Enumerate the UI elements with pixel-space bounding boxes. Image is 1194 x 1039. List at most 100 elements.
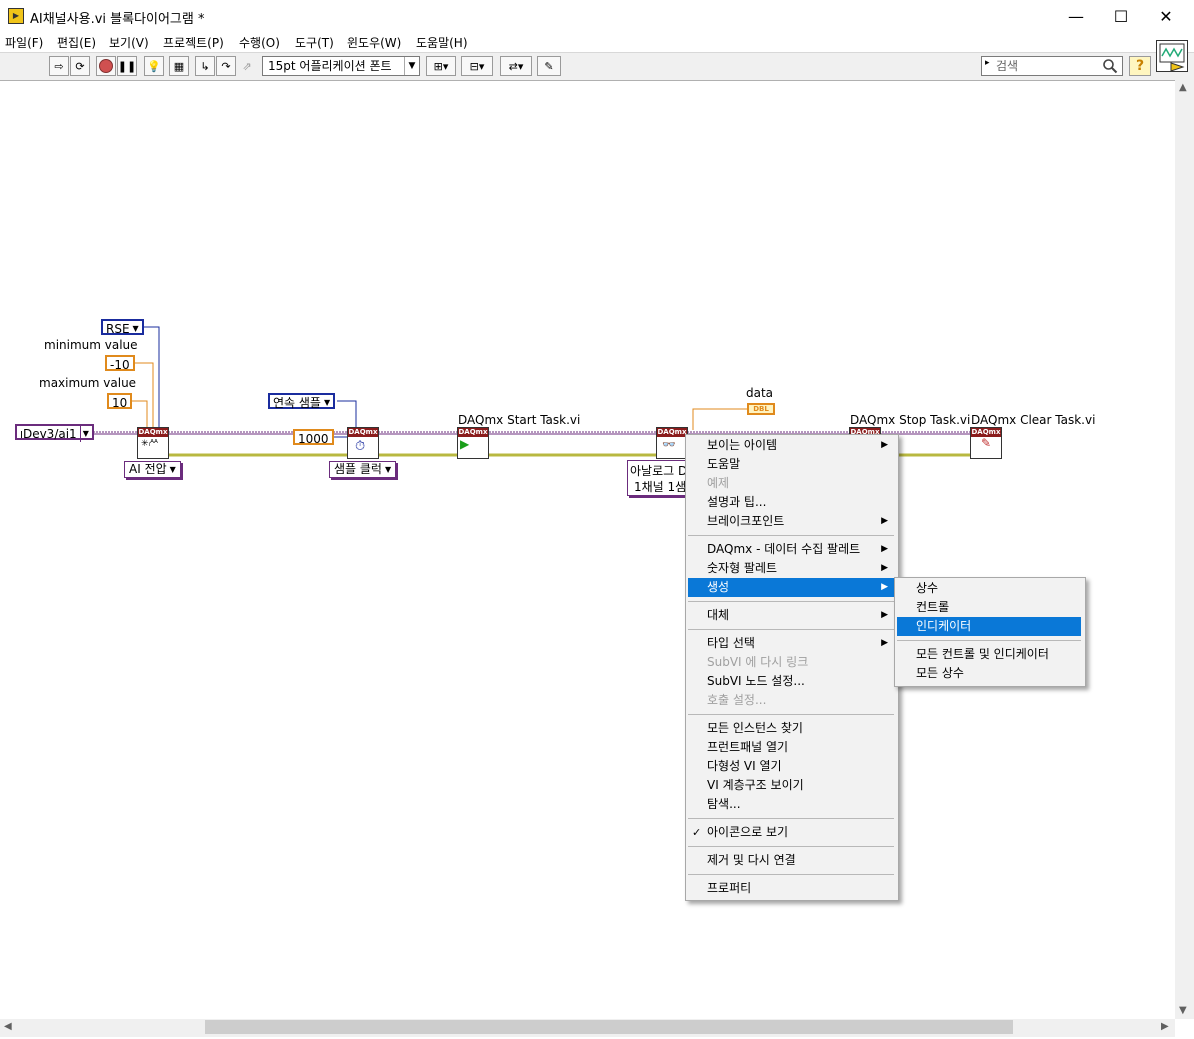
start-task-label: DAQmx Start Task.vi — [458, 413, 581, 427]
menu-item-create[interactable]: 생성▶ — [688, 578, 894, 597]
daqmx-read-node[interactable]: DAQmx👓 — [656, 427, 688, 459]
font-select[interactable]: 15pt 어플리케이션 폰트▼ — [262, 56, 420, 76]
vertical-scrollbar[interactable] — [1175, 80, 1194, 1019]
menu-project[interactable]: 프로젝트(P) — [163, 36, 224, 50]
submenu-arrow-icon: ▶ — [881, 440, 888, 450]
menu-item-label: 숫자형 팔레트 — [707, 561, 778, 575]
menu-item-find-all-instances[interactable]: 모든 인스턴스 찾기 — [686, 719, 896, 738]
menu-item-replace[interactable]: 대체▶ — [686, 606, 896, 625]
menu-window[interactable]: 윈도우(W) — [347, 36, 402, 50]
rse-wire[interactable] — [140, 326, 160, 430]
menu-item-help[interactable]: 도움말 — [686, 455, 896, 474]
daqmx-timing-node[interactable]: DAQmx⏱ — [347, 427, 379, 459]
menu-item-label: 탐색... — [707, 797, 741, 811]
analog-read-selector[interactable]: 아날로그 D 1채널 1샘 — [627, 460, 689, 496]
menu-item-subvi-node-setup[interactable]: SubVI 노드 설정... — [686, 672, 896, 691]
menu-item-description-tips[interactable]: 설명과 팁... — [686, 493, 896, 512]
scroll-left-icon[interactable]: ◀ — [4, 1021, 12, 1032]
abort-icon[interactable] — [96, 56, 116, 76]
vi-connector-icon[interactable] — [1156, 40, 1188, 72]
retain-wire-values-icon[interactable]: ▦ — [169, 56, 189, 76]
menu-item-remove-and-rewire[interactable]: 제거 및 다시 연결 — [686, 851, 896, 870]
menu-item-label: 제거 및 다시 연결 — [707, 853, 796, 867]
menu-file[interactable]: 파일(F) — [5, 36, 44, 50]
daqmx-clear-task-node[interactable]: DAQmx✎ — [970, 427, 1002, 459]
maximum-value-constant[interactable]: 10 — [107, 393, 133, 410]
submenu-arrow-icon: ▶ — [881, 516, 888, 526]
terminal-config-value: RSE — [106, 322, 130, 336]
menu-item-label: 타입 선택 — [707, 636, 755, 650]
terminal-config-constant[interactable]: RSE▼ — [101, 319, 144, 336]
daqmx-start-task-node[interactable]: DAQmx▶ — [457, 427, 489, 459]
submenu-item-indicator[interactable]: 인디케이터 — [897, 617, 1081, 636]
submenu-item-constant[interactable]: 상수 — [895, 579, 1083, 598]
data-wire[interactable] — [692, 408, 748, 430]
menu-item-label: 인디케이터 — [916, 619, 972, 633]
step-into-icon[interactable]: ↳ — [195, 56, 215, 76]
menu-item-breakpoint[interactable]: 브레이크포인트 ▶ — [686, 512, 896, 531]
submenu-arrow-icon: ▶ — [881, 544, 888, 554]
menu-item-open-front-panel[interactable]: 프런트패널 열기 — [686, 738, 896, 757]
distribute-objects-icon[interactable]: ⊟▾ — [461, 56, 493, 76]
menu-item-browse[interactable]: 탐색... — [686, 795, 896, 814]
menu-tools[interactable]: 도구(T) — [295, 36, 334, 50]
horizontal-scroll-thumb[interactable] — [205, 1020, 1013, 1034]
menu-view[interactable]: 보기(V) — [109, 36, 149, 50]
menu-item-label: 보이는 아이템 — [707, 438, 778, 452]
scroll-right-icon[interactable]: ▶ — [1161, 1021, 1169, 1032]
daqmx-header: DAQmx — [348, 428, 378, 437]
menu-item-select-type[interactable]: 타입 선택▶ — [686, 634, 896, 653]
run-continuously-icon[interactable]: ⟳ — [70, 56, 90, 76]
sample-mode-wire[interactable] — [337, 400, 357, 430]
step-out-icon[interactable]: ⇗ — [242, 59, 252, 73]
sample-clock-selector[interactable]: 샘플 클럭▼ — [329, 461, 397, 478]
menu-edit[interactable]: 편집(E) — [57, 36, 97, 50]
search-icon[interactable] — [1102, 58, 1118, 74]
max-wire[interactable] — [128, 400, 148, 430]
menu-operate[interactable]: 수행(O) — [239, 36, 280, 50]
sample-mode-constant[interactable]: 연속 샘플▼ — [268, 393, 336, 410]
scroll-up-icon[interactable]: ▲ — [1179, 82, 1187, 93]
menu-item-label: 브레이크포인트 — [707, 514, 785, 528]
close-button[interactable]: ✕ — [1159, 6, 1173, 26]
menu-item-label: DAQmx - 데이터 수집 팔레트 — [707, 542, 861, 556]
submenu-item-all-controls-indicators[interactable]: 모든 컨트롤 및 인디케이터 — [895, 645, 1083, 664]
chevron-down-icon: ▼ — [132, 324, 139, 333]
search-box[interactable]: ▸ — [981, 56, 1123, 76]
minimum-value-constant[interactable]: -10 — [105, 355, 135, 372]
context-help-button[interactable]: ? — [1129, 56, 1151, 76]
labview-vi-icon[interactable]: ▶ — [8, 8, 24, 24]
reorder-icon[interactable]: ⇄▾ — [500, 56, 532, 76]
highlight-execution-icon[interactable]: 💡 — [144, 56, 164, 76]
menu-item-open-polymorphic-vi[interactable]: 다형성 VI 열기 — [686, 757, 896, 776]
ai-voltage-selector[interactable]: AI 전압▼ — [124, 461, 181, 478]
submenu-item-all-constants[interactable]: 모든 상수 — [895, 664, 1083, 683]
submenu-item-control[interactable]: 컨트롤 — [895, 598, 1083, 617]
min-wire[interactable] — [130, 362, 154, 430]
pause-icon[interactable]: ❚❚ — [117, 56, 137, 76]
menu-item-daqmx-palette[interactable]: DAQmx - 데이터 수집 팔레트 ▶ — [686, 540, 896, 559]
daqmx-header: DAQmx — [657, 428, 687, 437]
menu-help[interactable]: 도움말(H) — [416, 36, 468, 50]
align-objects-icon[interactable]: ⊞▾ — [426, 56, 456, 76]
menu-item-numeric-palette[interactable]: 숫자형 팔레트▶ — [686, 559, 896, 578]
menu-item-call-setup: 호출 설정... — [686, 691, 896, 710]
menu-item-visible-items[interactable]: 보이는 아이템 ▶ — [686, 436, 896, 455]
menu-separator — [688, 629, 894, 630]
scroll-down-icon[interactable]: ▼ — [1179, 1005, 1187, 1016]
clean-up-diagram-icon[interactable]: ✎ — [537, 56, 561, 76]
menu-item-view-as-icon[interactable]: ✓아이콘으로 보기 — [686, 823, 896, 842]
data-indicator[interactable]: DBL — [747, 403, 775, 415]
run-arrow-icon[interactable]: ⇨ — [49, 56, 69, 76]
maximize-button[interactable]: ☐ — [1113, 6, 1129, 26]
minimize-button[interactable]: — — [1068, 6, 1084, 26]
menu-item-properties[interactable]: 프로퍼티 — [686, 879, 896, 898]
analog-read-line2: 1채널 1샘 — [634, 480, 687, 494]
daqmx-create-channel-node[interactable]: DAQmx✳ᵢᴬᴬ — [137, 427, 169, 459]
menu-item-label: 대체 — [707, 608, 730, 622]
search-input[interactable] — [996, 58, 1096, 74]
menu-item-show-vi-hierarchy[interactable]: VI 계층구조 보이기 — [686, 776, 896, 795]
step-over-icon[interactable]: ↷ — [216, 56, 236, 76]
samples-per-channel-constant[interactable]: 1000 — [293, 429, 334, 446]
physical-channel-constant[interactable]: ⅠDev3/ai1▼ — [15, 424, 94, 442]
